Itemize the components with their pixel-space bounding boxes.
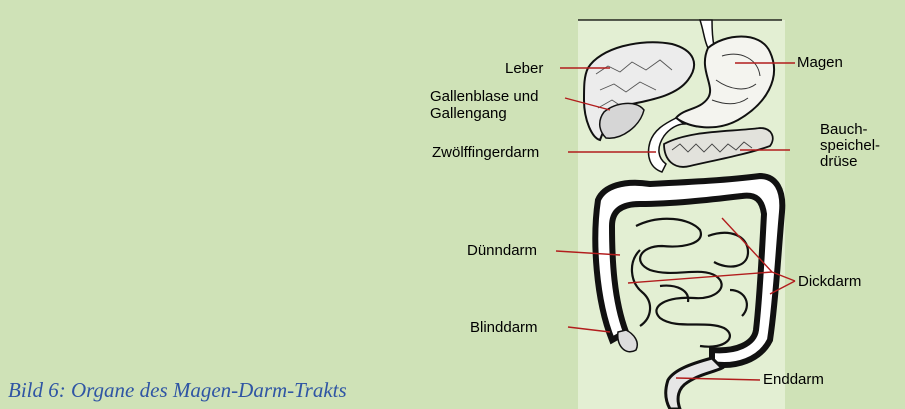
label-enddarm: Enddarm: [763, 372, 824, 388]
label-zwoelffingerdarm: Zwölffingerdarm: [432, 145, 539, 161]
label-gallenblase-line1: Gallenblase und: [430, 89, 538, 105]
label-leber: Leber: [505, 61, 543, 77]
label-blinddarm: Blinddarm: [470, 320, 538, 336]
label-magen: Magen: [797, 55, 843, 71]
label-gallenblase-line2: Gallengang: [430, 106, 507, 122]
label-bauchspeicheldruese-line3: drüse: [820, 154, 858, 170]
label-bauchspeicheldruese-line1: Bauch-: [820, 122, 868, 138]
figure-caption: Bild 6: Organe des Magen-Darm-Trakts: [8, 378, 347, 403]
label-duenndarm: Dünndarm: [467, 243, 537, 259]
label-bauchspeicheldruese-line2: speichel-: [820, 138, 880, 154]
label-dickdarm: Dickdarm: [798, 274, 861, 290]
